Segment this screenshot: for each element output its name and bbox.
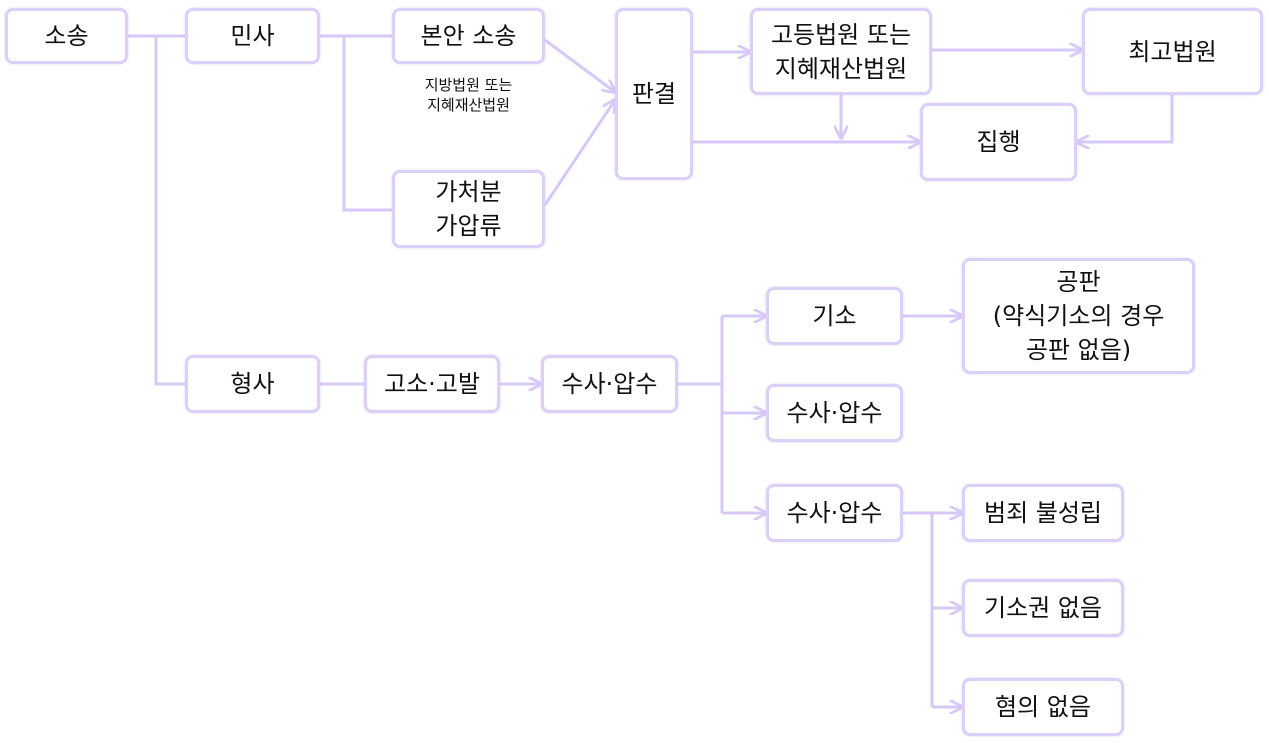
line-lawsuit-criminal xyxy=(154,36,185,386)
node-no-right: 기소권 없음 xyxy=(962,579,1124,637)
arrow-supreme-execution xyxy=(1077,95,1174,142)
node-judgment: 판결 xyxy=(615,8,693,180)
node-investigation-2: 수사·압수 xyxy=(766,384,903,442)
line-civil-provisional xyxy=(342,36,392,212)
node-main-suit: 본안 소송 xyxy=(392,8,545,64)
node-appeal: 고등법원 또는 지혜재산법원 xyxy=(750,8,932,95)
arrow-main-judgment xyxy=(544,38,615,92)
node-lawsuit: 소송 xyxy=(5,8,128,64)
node-no-crime: 범죄 불성립 xyxy=(962,484,1124,542)
node-investigation-3: 수사·압수 xyxy=(766,484,903,542)
node-investigation: 수사·압수 xyxy=(541,355,678,413)
node-civil: 민사 xyxy=(185,8,320,64)
node-execution: 집행 xyxy=(920,103,1077,181)
node-trial: 공판 (약식기소의 경우 공판 없음) xyxy=(962,258,1195,374)
node-indictment: 기소 xyxy=(766,287,903,345)
arrow-provisional-judgment xyxy=(543,100,615,206)
note-district-court: 지방법원 또는 지혜재산법원 xyxy=(424,76,513,114)
node-provisional: 가처분 가압류 xyxy=(392,170,545,248)
node-supreme: 최고법원 xyxy=(1082,8,1263,95)
node-criminal: 형사 xyxy=(185,355,320,413)
node-complaint: 고소·고발 xyxy=(364,355,500,413)
node-no-suspicion: 혐의 없음 xyxy=(962,678,1124,736)
